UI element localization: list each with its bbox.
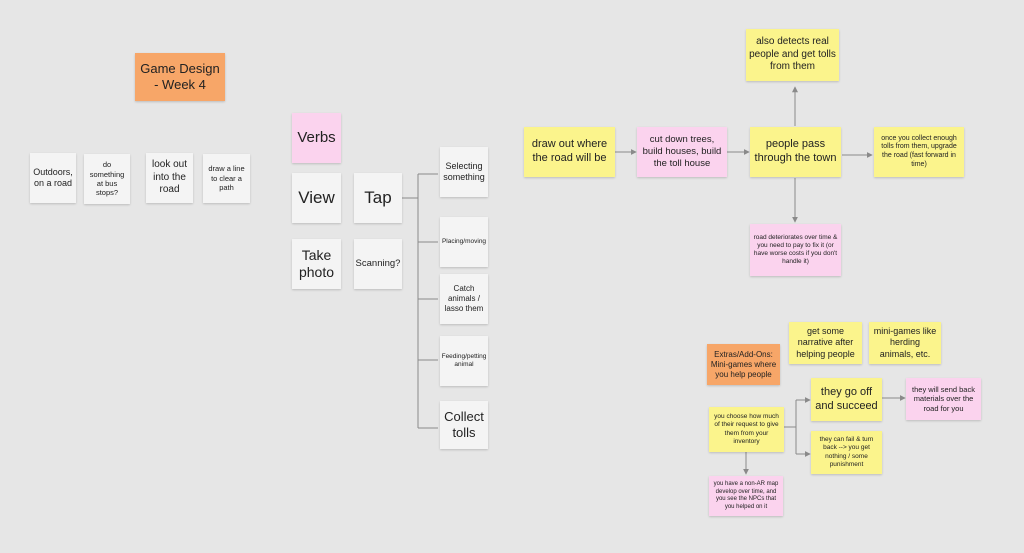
sticky-collect[interactable]: Collect tolls <box>440 401 488 449</box>
sticky-draw-road[interactable]: draw out where the road will be <box>524 127 615 177</box>
sticky-deteriorates[interactable]: road deteriorates over time & you need t… <box>750 224 841 276</box>
sticky-look-out[interactable]: look out into the road <box>146 153 193 203</box>
sticky-send-back[interactable]: they will send back materials over the r… <box>906 378 981 420</box>
sticky-tap[interactable]: Tap <box>354 173 402 223</box>
sticky-succeed[interactable]: they go off and succeed <box>811 378 882 421</box>
sticky-bus-stops[interactable]: do something at bus stops? <box>84 154 130 204</box>
sticky-scanning[interactable]: Scanning? <box>354 239 402 289</box>
sticky-cut-trees[interactable]: cut down trees, build houses, build the … <box>637 127 727 177</box>
sticky-title[interactable]: Game Design - Week 4 <box>135 53 225 101</box>
sticky-feeding[interactable]: Feeding/petting animal <box>440 336 488 386</box>
sticky-draw-line[interactable]: draw a line to clear a path <box>203 154 250 203</box>
minigame-flow-connectors <box>743 395 906 475</box>
sticky-extras[interactable]: Extras/Add-Ons: Mini-games where you hel… <box>707 344 780 385</box>
sticky-take-photo[interactable]: Take photo <box>292 239 341 289</box>
sticky-outdoors[interactable]: Outdoors, on a road <box>30 153 76 203</box>
sticky-narrative[interactable]: get some narrative after helping people <box>789 322 862 364</box>
sticky-verbs[interactable]: Verbs <box>292 113 341 163</box>
sticky-selecting[interactable]: Selecting something <box>440 147 488 197</box>
sticky-upgrade[interactable]: once you collect enough tolls from them,… <box>874 127 964 177</box>
tap-bracket-connectors <box>402 173 438 429</box>
sticky-choose[interactable]: you choose how much of their request to … <box>709 407 784 452</box>
road-flow-connectors <box>615 86 873 223</box>
sticky-people-pass[interactable]: people pass through the town <box>750 127 841 177</box>
sticky-placing[interactable]: Placing/moving <box>440 217 488 267</box>
sticky-view[interactable]: View <box>292 173 341 223</box>
sticky-fail[interactable]: they can fail & turn back --> you get no… <box>811 431 882 474</box>
sticky-detects[interactable]: also detects real people and get tolls f… <box>746 29 839 81</box>
sticky-map[interactable]: you have a non-AR map develop over time,… <box>709 476 783 516</box>
sticky-catch[interactable]: Catch animals / lasso them <box>440 274 488 324</box>
sticky-herding[interactable]: mini-games like herding animals, etc. <box>869 322 941 364</box>
